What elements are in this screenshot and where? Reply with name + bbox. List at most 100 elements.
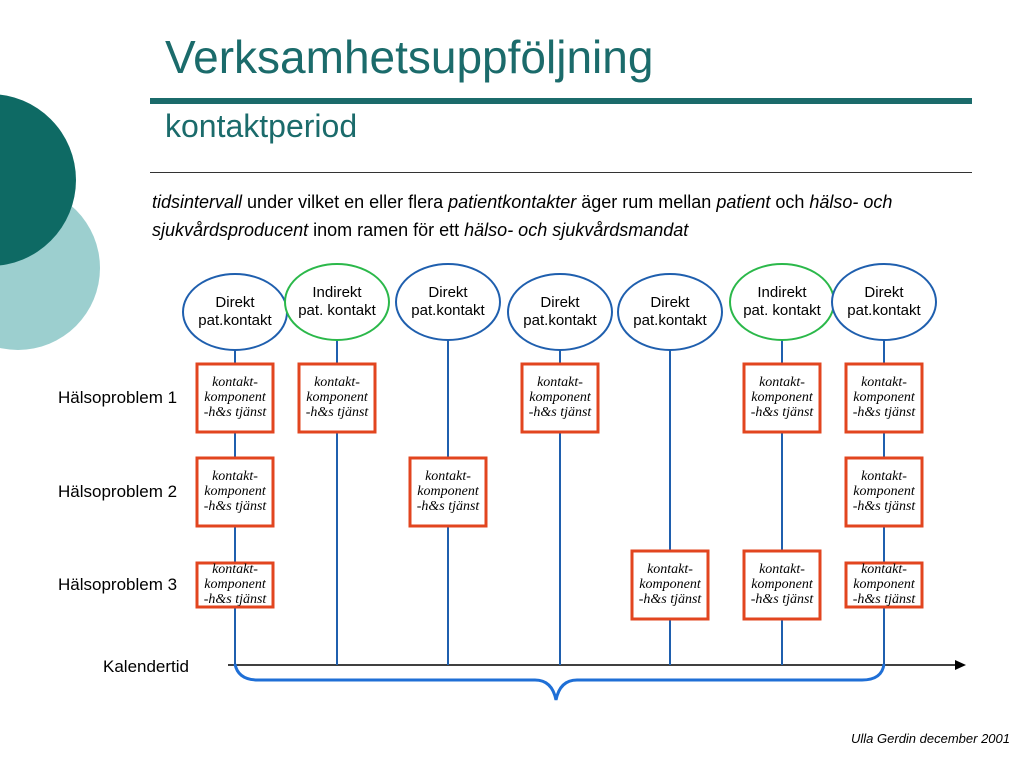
contact-node-label-line: pat. kontakt [743, 302, 821, 319]
component-box-label-line: -h&s tjänst [203, 499, 267, 514]
component-box [520, 362, 600, 434]
contact-node-label-line: Indirekt [312, 284, 362, 301]
contact-node-label-line: Direkt [540, 294, 580, 311]
component-box-label-line: -h&s tjänst [203, 405, 267, 420]
definition-segment: patient [716, 192, 771, 212]
component-box-label-line: kontakt- [759, 562, 805, 577]
component-box-label-line: kontakt- [314, 375, 360, 390]
contact-node-direct [507, 273, 613, 351]
component-box [844, 561, 924, 609]
component-box [297, 362, 377, 434]
component-box-label: kontakt-komponent-h&s tjänst [842, 562, 926, 607]
contact-node-label-line: pat.kontakt [198, 312, 272, 329]
definition-segment: tidsintervall [152, 192, 243, 212]
component-box [195, 561, 275, 609]
axis-label: Kalendertid [103, 657, 190, 676]
component-box-label-line: komponent [853, 577, 915, 592]
component-box [630, 549, 710, 621]
slide-subtitle: kontaktperiod [165, 108, 358, 144]
contact-node-label-line: Direkt [650, 294, 690, 311]
component-box [844, 456, 924, 528]
contact-period-brace [233, 663, 886, 701]
title-rule [150, 98, 972, 104]
component-box [844, 362, 924, 434]
component-box-label-line: -h&s tjänst [416, 499, 480, 514]
component-box [195, 362, 275, 434]
component-box-label-line: komponent [204, 577, 266, 592]
component-box [195, 456, 275, 528]
component-box-label-line: -h&s tjänst [528, 405, 592, 420]
contact-node-label-line: pat. kontakt [298, 302, 376, 319]
component-box-label-line: kontakt- [212, 469, 258, 484]
slide-title: Verksamhetsuppföljning [165, 31, 654, 83]
definition-segment: hälso- och sjukvårdsmandat [464, 220, 689, 240]
decor-circles [0, 94, 100, 350]
contact-node-label-line: pat.kontakt [633, 312, 707, 329]
contact-node-direct [831, 263, 937, 341]
subtitle-rule [150, 172, 972, 173]
component-box-label-line: kontakt- [647, 562, 693, 577]
component-box-label: kontakt-komponent-h&s tjänst [740, 562, 824, 607]
contact-node-label-line: Indirekt [757, 284, 807, 301]
component-box-label-line: komponent [639, 577, 701, 592]
definition-segment: äger rum mellan [576, 192, 717, 212]
definition-text: tidsintervall under vilket en eller fler… [152, 188, 1012, 244]
component-box-label-line: -h&s tjänst [852, 405, 916, 420]
contact-node-direct [617, 273, 723, 351]
component-box-label-line: kontakt- [537, 375, 583, 390]
decor-circle-dark [0, 94, 76, 266]
component-box-label-line: -h&s tjänst [305, 405, 369, 420]
component-box-label: kontakt-komponent-h&s tjänst [295, 375, 379, 420]
contact-node-label-line: pat.kontakt [847, 302, 921, 319]
health-problem-label: Hälsoproblem 1 [58, 388, 178, 407]
component-box [408, 456, 488, 528]
component-box-label-line: komponent [853, 390, 915, 405]
component-box-label: kontakt-komponent-h&s tjänst [193, 562, 277, 607]
component-box-label-line: kontakt- [212, 562, 258, 577]
component-box-label: kontakt-komponent-h&s tjänst [518, 375, 602, 420]
contact-node-indirect [284, 263, 390, 341]
component-box-label-line: komponent [306, 390, 368, 405]
component-box-label: kontakt-komponent-h&s tjänst [628, 562, 712, 607]
component-box-label-line: -h&s tjänst [203, 592, 267, 607]
component-box-label-line: kontakt- [861, 562, 907, 577]
contact-node-label-line: pat.kontakt [411, 302, 485, 319]
contact-node-label-line: pat.kontakt [523, 312, 597, 329]
component-box-label: kontakt-komponent-h&s tjänst [842, 375, 926, 420]
component-box [742, 549, 822, 621]
component-box-label-line: kontakt- [212, 375, 258, 390]
component-box-label: kontakt-komponent-h&s tjänst [406, 469, 490, 514]
definition-segment: inom ramen för ett [308, 220, 465, 240]
component-box-label: kontakt-komponent-h&s tjänst [740, 375, 824, 420]
component-box-label-line: kontakt- [759, 375, 805, 390]
component-box-label: kontakt-komponent-h&s tjänst [842, 469, 926, 514]
component-box-label-line: komponent [751, 390, 813, 405]
component-box-label-line: komponent [751, 577, 813, 592]
definition-segment: hälso- och sjukvårdsproducent [152, 192, 893, 240]
component-box-label: kontakt-komponent-h&s tjänst [193, 375, 277, 420]
definition-segment: och [770, 192, 810, 212]
component-box-label-line: kontakt- [425, 469, 471, 484]
component-box-label: kontakt-komponent-h&s tjänst [193, 469, 277, 514]
component-box [742, 362, 822, 434]
component-box-label-line: -h&s tjänst [852, 499, 916, 514]
component-box-label-line: kontakt- [861, 375, 907, 390]
contact-node-label-line: Direkt [215, 294, 255, 311]
component-box-label-line: -h&s tjänst [750, 592, 814, 607]
health-problem-label: Hälsoproblem 2 [58, 482, 178, 501]
component-box-label-line: komponent [853, 484, 915, 499]
contact-node-label-line: Direkt [428, 284, 468, 301]
footer-credit: Ulla Gerdin december 2001 [851, 731, 1010, 746]
definition-segment: under vilket en eller flera [242, 192, 449, 212]
definition-segment: patientkontakter [448, 192, 577, 212]
component-box-label-line: kontakt- [861, 469, 907, 484]
health-problem-label: Hälsoproblem 3 [58, 575, 178, 594]
